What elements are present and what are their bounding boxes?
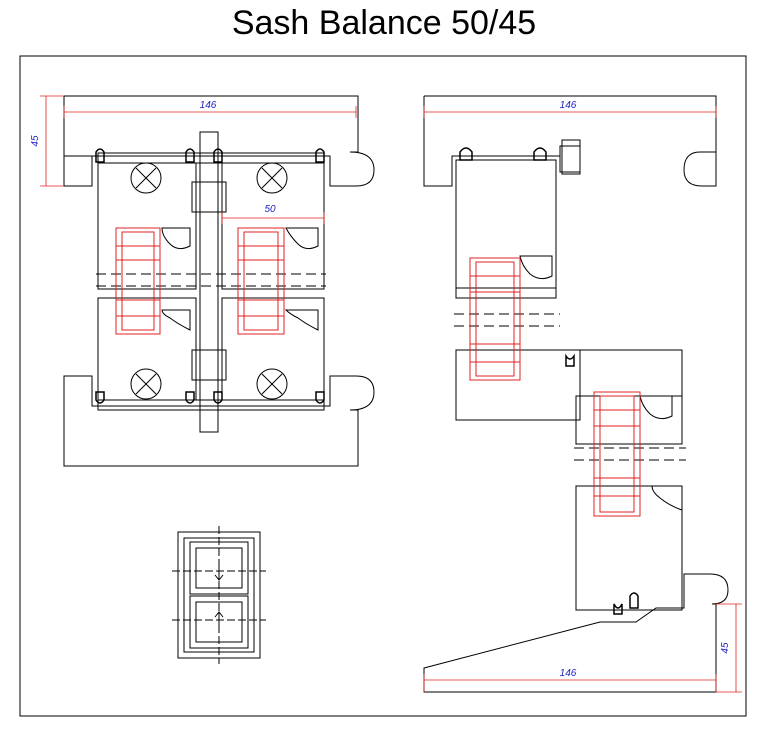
drawing-title: Sash Balance 50/45	[231, 4, 537, 42]
right-upper-sash	[455, 255, 683, 421]
left-seals	[95, 148, 325, 404]
left-dimensions	[40, 95, 357, 224]
left-upper-sashes	[97, 131, 325, 433]
left-height-dimension: 45	[30, 135, 41, 147]
left-sash-dimension: 50	[264, 204, 276, 215]
right-bottom-width-dimension: 146	[560, 668, 577, 679]
left-break-lines	[96, 273, 326, 287]
right-glazing	[469, 257, 641, 517]
right-dimensions	[423, 106, 742, 693]
left-width-dimension: 146	[200, 100, 217, 111]
right-section-head	[423, 95, 717, 289]
left-lower-sashes	[97, 297, 325, 401]
right-top-width-dimension: 146	[560, 100, 577, 111]
right-seals	[459, 147, 639, 615]
drawing-border	[19, 55, 747, 717]
right-lower-sash	[575, 395, 683, 611]
right-height-dimension: 45	[720, 642, 731, 654]
left-section-head	[63, 95, 375, 187]
left-glazing	[115, 227, 285, 335]
window-elevation-key	[172, 526, 266, 664]
right-break-lines	[454, 313, 686, 461]
right-sill	[423, 573, 729, 693]
left-section-sill	[63, 375, 375, 467]
